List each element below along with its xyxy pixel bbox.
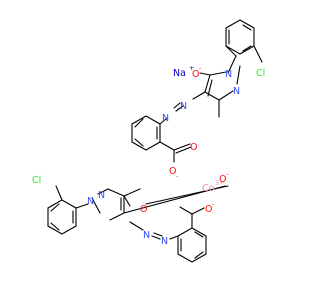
oxygen-charge-right: - bbox=[226, 170, 229, 178]
carboxylate-charge-bottom: - bbox=[212, 200, 215, 208]
pyrazole-ring-top bbox=[199, 55, 241, 118]
carboxyl-oxygen-bottom-b: O bbox=[205, 204, 212, 215]
oxygen-label-right: O bbox=[219, 174, 226, 185]
cobalt-charge: 3+ bbox=[215, 179, 225, 187]
benzoate-ring-bottom bbox=[177, 206, 207, 263]
pyrazole-ring-bottom bbox=[91, 188, 141, 221]
nitrogen-label-n1: N bbox=[225, 69, 232, 80]
coordination-bonds bbox=[123, 185, 229, 214]
chlorophenyl-ring-top bbox=[225, 19, 263, 63]
azo-nitrogen-top-b: N bbox=[162, 113, 169, 124]
carboxylate-charge-top: - bbox=[176, 172, 179, 180]
sodium-label: Na bbox=[173, 68, 186, 79]
nitrogen-label-n2: N bbox=[233, 86, 240, 97]
nitrogen-label-n3: N bbox=[87, 196, 94, 207]
benzoate-ring-top bbox=[131, 115, 192, 163]
chlorine-label-bottom: Cl bbox=[32, 175, 41, 186]
carboxyl-oxygen-top: O bbox=[190, 142, 197, 153]
carboxylate-oxygen-top: O bbox=[169, 166, 176, 177]
azo-nitrogen-bottom-a: N bbox=[143, 230, 150, 241]
oxygen-charge-top: - bbox=[199, 64, 202, 72]
oxygen-label-top: O bbox=[192, 69, 199, 80]
azo-nitrogen-bottom-b: N bbox=[161, 236, 168, 247]
chlorophenyl-ring-bottom bbox=[47, 185, 89, 235]
structure-canvas: Na + O - N N Cl N N O O - Co 3+ O - Cl N… bbox=[32, 19, 266, 263]
molecule-drawing: Na + O - N N Cl N N O O - Co 3+ O - Cl N… bbox=[32, 19, 265, 263]
chlorine-label-top: Cl bbox=[256, 68, 265, 79]
sodium-charge: + bbox=[189, 64, 194, 72]
carboxyl-oxygen-bottom-a: O bbox=[140, 204, 147, 215]
cobalt-label: Co bbox=[202, 183, 215, 194]
nitrogen-label-n4: N bbox=[98, 190, 105, 201]
azo-link-top bbox=[159, 91, 206, 125]
azo-link-bottom bbox=[129, 221, 179, 240]
azo-nitrogen-top-a: N bbox=[180, 101, 187, 112]
